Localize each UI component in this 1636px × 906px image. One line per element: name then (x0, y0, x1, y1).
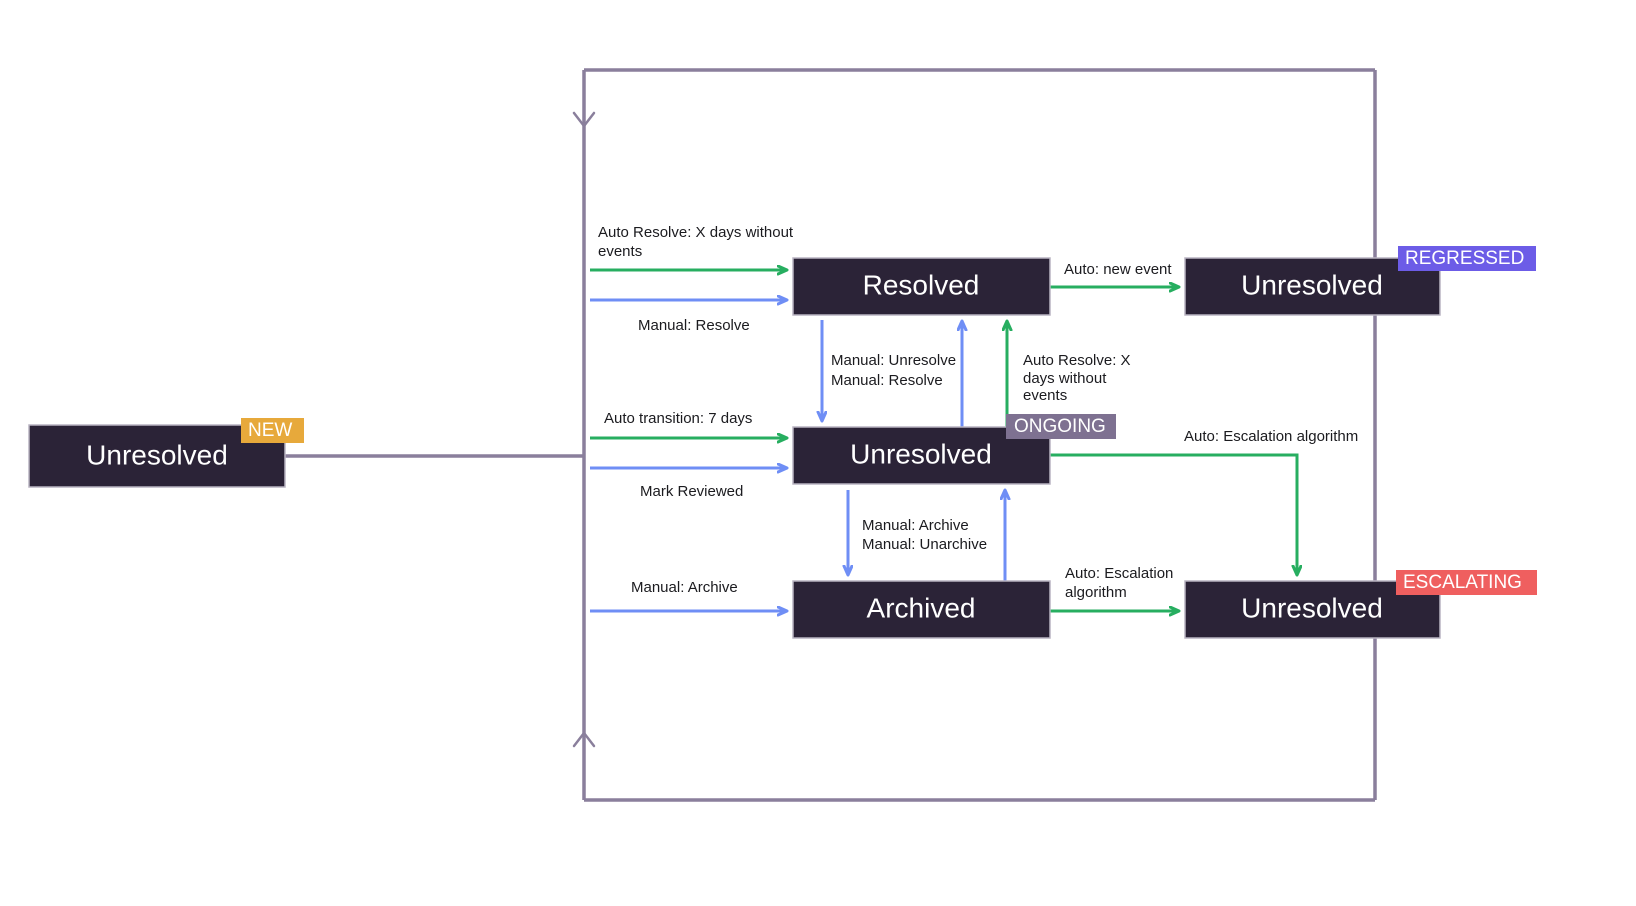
lifecycle-frame (285, 68, 1377, 802)
badge-label-new: NEW (248, 420, 292, 441)
edge-label-line: Auto: Escalation algorithm (1184, 428, 1358, 445)
edge-label-manual-archive: Manual: Archive (631, 579, 738, 596)
edge-label-manual-unresolve-pair: Manual: Unresolve Manual: Resolve (831, 352, 956, 389)
state-label-escalating: Unresolved (1241, 592, 1383, 623)
edge-label-manual-resolve: Manual: Resolve (638, 317, 750, 334)
badge-label-regressed: REGRESSED (1405, 248, 1524, 269)
state-escalating[interactable]: Unresolved (1184, 580, 1441, 639)
badge-label-ongoing: ONGOING (1014, 416, 1106, 437)
edge-label-line: Manual: Unresolve (831, 352, 956, 369)
edge-label-auto-new-event: Auto: new event (1064, 261, 1172, 278)
state-box-regressed[interactable] (1184, 257, 1441, 316)
state-resolved[interactable]: Resolved (792, 257, 1051, 316)
edge-label-line: Auto Resolve: X (1023, 352, 1131, 369)
state-regressed[interactable]: Unresolved (1184, 257, 1441, 316)
edge-label-line: Manual: Archive (862, 517, 969, 534)
edge-label-line: algorithm (1065, 584, 1127, 601)
edge-label-line: Manual: Unarchive (862, 536, 987, 553)
edge-label-line: Manual: Archive (631, 579, 738, 596)
edge-auto-escalation-ongoing (1050, 453, 1297, 574)
edge-label-mark-reviewed: Mark Reviewed (640, 483, 743, 500)
frame-arrow-up-icon (572, 731, 596, 748)
edge-label-line: Manual: Resolve (831, 372, 943, 389)
edge-label-auto-resolve-top: Auto Resolve: X days without events (598, 224, 794, 260)
edge-label-line: Mark Reviewed (640, 483, 743, 500)
status-badge-escalating: ESCALATING (1396, 570, 1537, 595)
badge-bg-escalating (1396, 570, 1537, 595)
badge-bg-ongoing (1006, 414, 1116, 439)
state-label-resolved: Resolved (863, 269, 980, 300)
state-label-archived: Archived (867, 592, 976, 623)
edge-label-line: Manual: Resolve (638, 317, 750, 334)
state-box-archived[interactable] (792, 580, 1051, 639)
state-new[interactable]: Unresolved (28, 424, 286, 488)
state-label-ongoing: Unresolved (850, 438, 992, 469)
status-badge-regressed: REGRESSED (1398, 246, 1536, 271)
auto-edges (590, 270, 1297, 611)
edge-label-line: Auto transition: 7 days (604, 410, 752, 427)
edge-label-auto-transition-7: Auto transition: 7 days (604, 410, 752, 427)
badge-bg-regressed (1398, 246, 1536, 271)
status-badge-new: NEW (241, 418, 304, 443)
edge-label-line: Auto: Escalation (1065, 565, 1173, 582)
state-archived[interactable]: Archived (792, 580, 1051, 639)
status-badge-ongoing: ONGOING (1006, 414, 1116, 439)
state-label-new: Unresolved (86, 439, 228, 470)
state-box-new[interactable] (28, 424, 286, 488)
edge-label-line: Auto Resolve: X days without (598, 224, 794, 241)
manual-edges (590, 300, 1005, 611)
edge-label-line: events (1023, 387, 1067, 404)
edge-label-line: days without (1023, 370, 1107, 387)
state-box-resolved[interactable] (792, 257, 1051, 316)
badge-bg-new (241, 418, 304, 443)
edge-label-auto-resolve-mid: Auto Resolve: X days without events (1023, 352, 1131, 404)
state-label-regressed: Unresolved (1241, 269, 1383, 300)
edge-label-line: Auto: new event (1064, 261, 1172, 278)
edge-label-manual-archive-pair: Manual: Archive Manual: Unarchive (862, 517, 987, 553)
edge-label-auto-escalation-top: Auto: Escalation algorithm (1184, 428, 1358, 445)
edge-label-line: events (598, 243, 642, 260)
frame-arrow-down-icon (572, 111, 596, 128)
edge-label-auto-escalation-low: Auto: Escalation algorithm (1065, 565, 1173, 601)
badge-label-escalating: ESCALATING (1403, 572, 1522, 593)
